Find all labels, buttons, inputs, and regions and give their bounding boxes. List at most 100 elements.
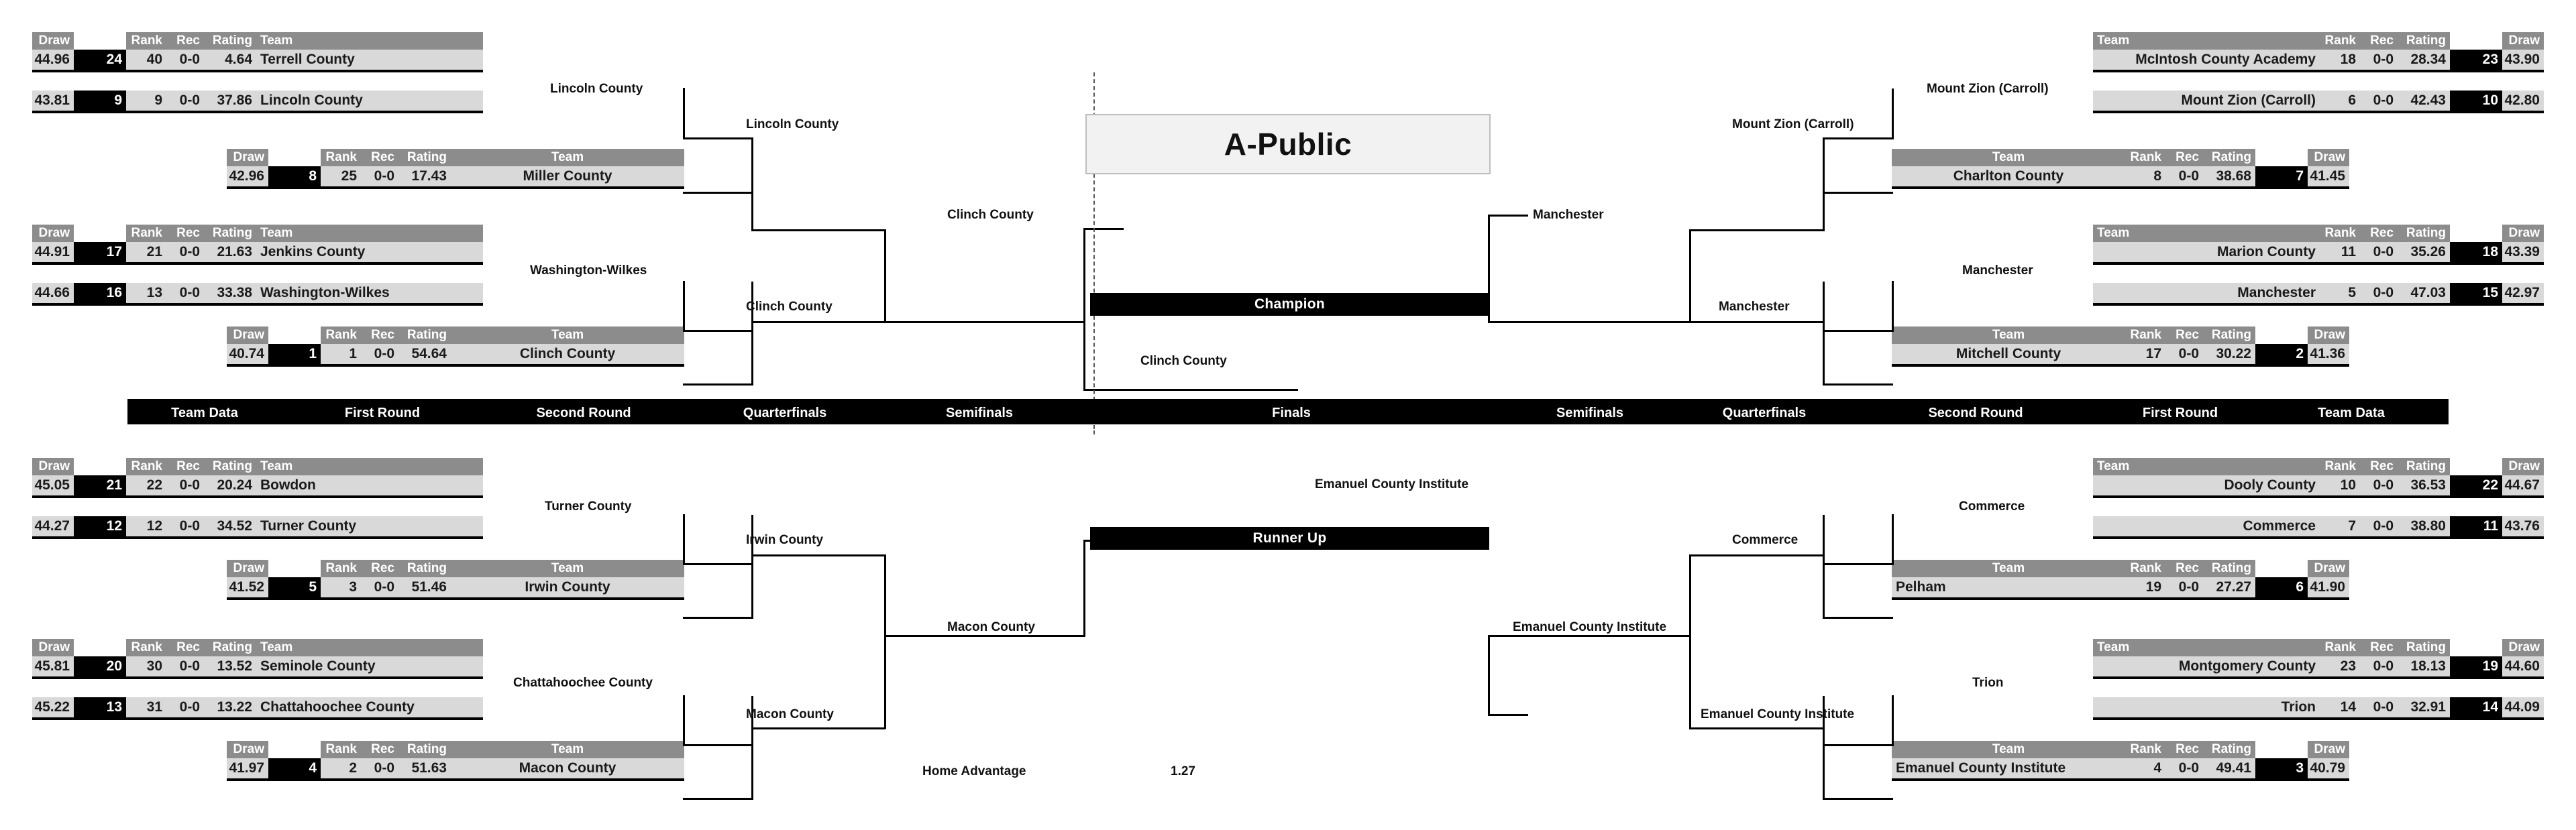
connector [1823,383,1893,386]
col-blank [2450,639,2502,656]
advance-slot-bl-r1[interactable]: Turner County [545,499,632,514]
advance-slot-tl-r1b[interactable]: Washington-Wilkes [530,263,647,278]
team-block-lincoln[interactable]: 43.81 9 9 0-0 37.86 Lincoln County [32,91,483,113]
advance-slot-br-sf[interactable]: Emanuel County Institute [1315,477,1469,491]
team-block-turner[interactable]: 44.27 12 12 0-0 34.52 Turner County [32,516,483,539]
team-block-chattahoochee[interactable]: 45.22 13 31 0-0 13.22 Chattahoochee Coun… [32,697,483,720]
team-row[interactable]: 44.91 17 21 0-0 21.63 Jenkins County [32,242,483,265]
col-rank: Rank [2320,639,2360,656]
team-row[interactable]: Manchester 5 0-0 47.03 15 42.97 [2093,283,2544,306]
cell-seed: 10 [2450,91,2502,111]
team-row[interactable]: Mount Zion (Carroll) 6 0-0 42.43 10 42.8… [2093,91,2544,113]
connector [1488,321,1690,323]
cell-rank: 22 [126,475,166,495]
team-row[interactable]: 44.96 24 40 0-0 4.64 Terrell County [32,50,483,72]
advance-slot-bl-r2b[interactable]: Macon County [746,707,834,721]
team-row[interactable]: Pelham 19 0-0 27.27 6 41.90 [1892,577,2349,600]
advance-slot-tl-r2[interactable]: Lincoln County [746,117,839,131]
team-block-montgomery[interactable]: Team Rank Rec Rating Draw Montgomery Cou… [2093,639,2544,679]
advance-slot-tl-sf[interactable]: Clinch County [1140,354,1227,368]
advance-slot-br-qf[interactable]: Emanuel County Institute [1513,620,1667,634]
connector [683,137,753,139]
advance-slot-bl-r1b[interactable]: Chattahoochee County [513,676,653,690]
team-row[interactable]: 43.81 9 9 0-0 37.86 Lincoln County [32,91,483,113]
team-row[interactable]: 44.66 16 13 0-0 33.38 Washington-Wilkes [32,283,483,306]
connector [751,696,753,798]
team-row[interactable]: 40.74 1 1 0-0 54.64 Clinch County [227,344,684,367]
connector [1823,192,1893,194]
col-blank [268,149,321,166]
team-block-manchester[interactable]: Manchester 5 0-0 47.03 15 42.97 [2093,283,2544,306]
team-block-jenkins[interactable]: Draw Rank Rec Rating Team 44.91 17 21 0-… [32,225,483,265]
cell-rating: 33.38 [204,283,256,303]
team-row[interactable]: 41.52 5 3 0-0 51.46 Irwin County [227,577,684,600]
cell-draw: 44.96 [32,50,74,70]
team-block-trion[interactable]: Trion 14 0-0 32.91 14 44.09 [2093,697,2544,720]
team-block-seminole[interactable]: Draw Rank Rec Rating Team 45.81 20 30 0-… [32,639,483,679]
team-row[interactable]: Montgomery County 23 0-0 18.13 19 44.60 [2093,656,2544,679]
team-block-terrell[interactable]: Draw Rank Rec Rating Team 44.96 24 40 0-… [32,32,483,72]
connector [884,229,886,323]
team-block-bowdon[interactable]: Draw Rank Rec Rating Team 45.05 21 22 0-… [32,458,483,498]
team-block-macon[interactable]: Draw Rank Rec Rating Team 41.97 4 2 0-0 … [227,741,684,781]
team-block-miller[interactable]: Draw Rank Rec Rating Team 42.96 8 25 0-0… [227,149,684,189]
cell-draw: 41.36 [2308,344,2349,364]
team-block-dooly[interactable]: Team Rank Rec Rating Draw Dooly County 1… [2093,458,2544,498]
cell-rec: 0-0 [2360,656,2398,676]
team-block-emanuel[interactable]: Team Rank Rec Rating Draw Emanuel County… [1892,741,2349,781]
team-row[interactable]: 45.81 20 30 0-0 13.52 Seminole County [32,656,483,679]
team-block-clinch[interactable]: Draw Rank Rec Rating Team 40.74 1 1 0-0 … [227,327,684,367]
team-block-washington-wilkes[interactable]: 44.66 16 13 0-0 33.38 Washington-Wilkes [32,283,483,306]
team-row[interactable]: 42.96 8 25 0-0 17.43 Miller County [227,166,684,189]
advance-slot-bl-r2[interactable]: Irwin County [746,533,824,547]
advance-slot-br-r2b[interactable]: Emanuel County Institute [1701,707,1855,721]
team-block-mitchell[interactable]: Team Rank Rec Rating Draw Mitchell Count… [1892,327,2349,367]
team-block-mcintosh[interactable]: Team Rank Rec Rating Draw McIntosh Count… [2093,32,2544,72]
team-row[interactable]: Emanuel County Institute 4 0-0 49.41 3 4… [1892,758,2349,781]
col-blank [2450,458,2502,475]
team-row[interactable]: Charlton County 8 0-0 38.68 7 41.45 [1892,166,2349,189]
cell-seed: 1 [268,344,321,364]
team-row[interactable]: 45.22 13 31 0-0 13.22 Chattahoochee Coun… [32,697,483,720]
team-row[interactable]: 44.27 12 12 0-0 34.52 Turner County [32,516,483,539]
advance-slot-br-r1[interactable]: Commerce [1959,499,2025,514]
cell-rating: 34.52 [204,516,256,536]
team-row[interactable]: 45.05 21 22 0-0 20.24 Bowdon [32,475,483,498]
team-block-commerce[interactable]: Commerce 7 0-0 38.80 11 43.76 [2093,516,2544,539]
team-row[interactable]: Marion County 11 0-0 35.26 18 43.39 [2093,242,2544,265]
team-block-pelham[interactable]: Team Rank Rec Rating Draw Pelham 19 0-0 … [1892,560,2349,600]
team-row[interactable]: McIntosh County Academy 18 0-0 28.34 23 … [2093,50,2544,72]
cell-rank: 19 [2125,577,2165,597]
advance-slot-tl-r2b[interactable]: Clinch County [746,300,833,314]
advance-slot-tr-r1b[interactable]: Manchester [1962,263,2033,278]
advance-slot-bl-qf[interactable]: Macon County [947,620,1035,634]
advance-slot-tr-r2b[interactable]: Manchester [1719,300,1790,314]
col-rank: Rank [2320,225,2360,242]
advance-slot-tr-r2[interactable]: Mount Zion (Carroll) [1927,82,2049,96]
team-block-charlton[interactable]: Team Rank Rec Rating Draw Charlton Count… [1892,149,2349,189]
home-advantage-label: Home Advantage [922,764,1026,778]
team-block-mountzion[interactable]: Mount Zion (Carroll) 6 0-0 42.43 10 42.8… [2093,91,2544,113]
col-rating: Rating [398,741,451,758]
advance-slot-tl-qf[interactable]: Clinch County [947,208,1034,222]
team-block-marion[interactable]: Team Rank Rec Rating Draw Marion County … [2093,225,2544,265]
advance-slot-tr-qf[interactable]: Manchester [1533,208,1604,222]
team-row[interactable]: 41.97 4 2 0-0 51.63 Macon County [227,758,684,781]
cell-rating: 17.43 [398,166,451,186]
team-row[interactable]: Mitchell County 17 0-0 30.22 2 41.36 [1892,344,2349,367]
cell-seed: 11 [2450,516,2502,536]
team-block-header: Draw Rank Rec Rating Team [227,741,684,758]
team-block-irwin[interactable]: Draw Rank Rec Rating Team 41.52 5 3 0-0 … [227,560,684,600]
col-blank [2255,327,2308,344]
cell-rank: 17 [2125,344,2165,364]
advance-slot-tr-r1[interactable]: Mount Zion (Carroll) [1732,117,1854,131]
team-row[interactable]: Trion 14 0-0 32.91 14 44.09 [2093,697,2544,720]
advance-slot-br-r2[interactable]: Commerce [1732,533,1799,547]
team-row[interactable]: Dooly County 10 0-0 36.53 22 44.67 [2093,475,2544,498]
advance-slot-br-r1b[interactable]: Trion [1972,676,2004,690]
cell-rating: 37.86 [204,91,256,111]
advance-slot-tl-r1[interactable]: Lincoln County [550,82,643,96]
cell-seed: 21 [74,475,126,495]
cell-draw: 41.97 [227,758,268,778]
team-row[interactable]: Commerce 7 0-0 38.80 11 43.76 [2093,516,2544,539]
